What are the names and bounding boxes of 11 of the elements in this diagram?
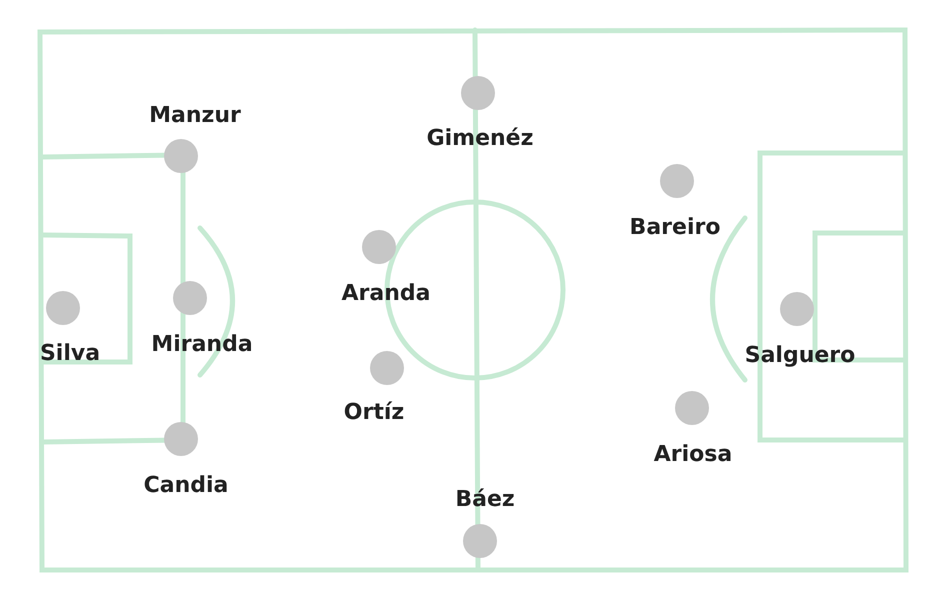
player-name: Ariosa [654, 442, 732, 468]
player-name: Manzur [149, 104, 241, 128]
player-name: Báez [455, 488, 515, 512]
player-name: Bareiro [630, 216, 720, 240]
player-name: Silva [40, 342, 100, 366]
player-name: Salguero [744, 344, 856, 368]
player-name: Gimenéz [426, 126, 534, 152]
player-name: Miranda [151, 332, 253, 358]
player-name: Aranda [342, 282, 430, 306]
player-name: Candia [144, 474, 228, 498]
player-name: Ortíz [344, 400, 404, 426]
